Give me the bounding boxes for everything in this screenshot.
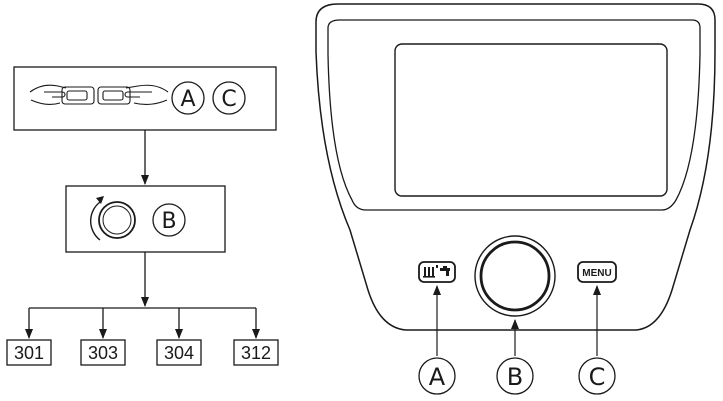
step-press-a-and-c: A C <box>13 66 277 131</box>
step1-label-a: A <box>180 87 195 112</box>
callout-b-circle <box>496 357 534 395</box>
radiator-tap-icon <box>423 265 450 278</box>
code-box-312: 312 <box>233 339 279 366</box>
code-box-301: 301 <box>6 339 52 366</box>
callout-b-label: B <box>507 363 523 391</box>
code-303-label: 303 <box>88 343 118 363</box>
code-304-label: 304 <box>164 343 194 363</box>
step-rotate-b: B <box>65 185 226 253</box>
heating-hot-water-button[interactable] <box>418 261 456 283</box>
code-box-303: 303 <box>80 339 126 366</box>
key-c-circle <box>212 81 246 115</box>
code-branches <box>25 308 260 339</box>
boiler-control-panel: MENU A B C <box>315 3 716 395</box>
callout-c-circle <box>578 357 616 395</box>
callout-a-label: A <box>429 363 446 391</box>
code-301-label: 301 <box>14 343 44 363</box>
menu-button-label: MENU <box>582 268 611 279</box>
step2-label-b: B <box>161 209 176 234</box>
lcd-display <box>394 43 668 197</box>
callout-a-circle <box>418 357 456 395</box>
code-box-304: 304 <box>156 339 202 366</box>
rotary-knob[interactable] <box>474 235 556 317</box>
step1-label-c: C <box>221 87 236 112</box>
menu-button[interactable]: MENU <box>577 261 617 283</box>
key-b-circle <box>152 203 186 237</box>
two-hands-press-icon <box>29 84 169 105</box>
code-312-label: 312 <box>241 343 271 363</box>
procedure-flowchart: A C B <box>6 66 279 366</box>
rotate-knob-icon <box>90 196 136 241</box>
callout-c-label: C <box>589 363 606 391</box>
key-a-circle <box>171 81 205 115</box>
